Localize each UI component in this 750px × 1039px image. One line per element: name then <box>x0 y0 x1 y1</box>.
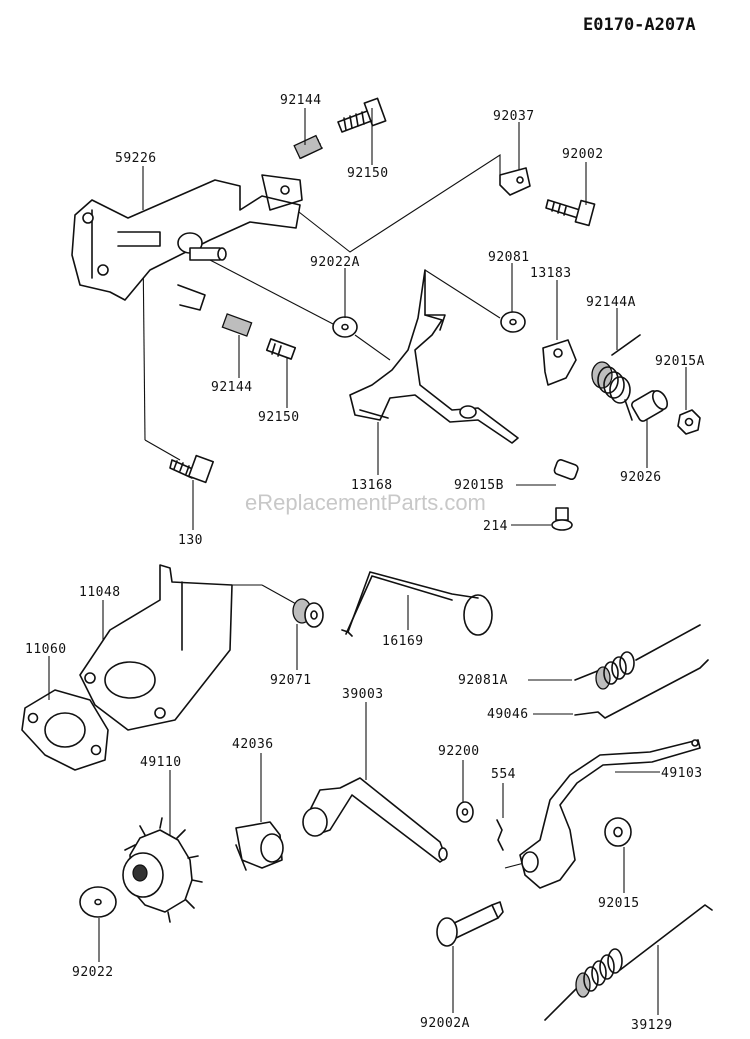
label-214: 214 <box>483 519 508 534</box>
plate-13183 <box>542 339 577 386</box>
plate-11048 <box>79 564 233 731</box>
label-16169: 16169 <box>382 634 424 649</box>
label-13183: 13183 <box>530 266 572 281</box>
bolt-130 <box>169 454 215 484</box>
label-49110: 49110 <box>140 755 182 770</box>
nut-92015B <box>553 459 579 481</box>
label-92015: 92015 <box>598 896 640 911</box>
washer-92022 <box>79 886 117 918</box>
washer-92081 <box>500 311 526 333</box>
label-13168: 13168 <box>351 478 393 493</box>
diagram-code: E0170-A207A <box>583 15 696 35</box>
clip-554 <box>496 819 504 851</box>
label-92022: 92022 <box>72 965 114 980</box>
label-92002: 92002 <box>562 147 604 162</box>
label-49046: 49046 <box>487 707 529 722</box>
spring-39129 <box>544 904 713 1021</box>
gasket-11060 <box>21 689 109 771</box>
label-92081A: 92081A <box>458 673 508 688</box>
label-92144-mid: 92144 <box>211 380 253 395</box>
label-92144A: 92144A <box>586 295 636 310</box>
rod-49046 <box>574 659 709 719</box>
washer-92022A <box>332 316 358 338</box>
gear-49110 <box>122 817 203 923</box>
spring-92144-mid <box>221 313 253 337</box>
label-11060: 11060 <box>25 642 67 657</box>
label-92037: 92037 <box>493 109 535 124</box>
spring-92081A <box>574 624 701 690</box>
clamp-92037 <box>499 167 531 196</box>
nut-92015 <box>604 817 632 847</box>
label-92150-top: 92150 <box>347 166 389 181</box>
rod-16169 <box>341 571 493 637</box>
label-92150-mid: 92150 <box>258 410 300 425</box>
label-49103: 49103 <box>661 766 703 781</box>
label-92081: 92081 <box>488 250 530 265</box>
bolt-92150-mid <box>265 338 297 360</box>
bushing-42036 <box>235 821 284 871</box>
bolt-92002A <box>436 901 504 947</box>
nut-92015A <box>677 409 701 435</box>
control-bracket-59226 <box>71 174 303 311</box>
label-42036: 42036 <box>232 737 274 752</box>
washer-92200 <box>456 801 474 823</box>
label-39003: 39003 <box>342 687 384 702</box>
label-92015B: 92015B <box>454 478 504 493</box>
watermark: eReplacementParts.com <box>245 490 486 515</box>
label-92071: 92071 <box>270 673 312 688</box>
bolt-92150-top <box>337 97 387 133</box>
label-130: 130 <box>178 533 203 548</box>
spring-92144-top <box>293 134 323 160</box>
label-92022A: 92022A <box>310 255 360 270</box>
grommet-92071 <box>292 598 324 628</box>
screw-214 <box>551 507 573 531</box>
collar-92026 <box>631 390 669 422</box>
label-554: 554 <box>491 767 516 782</box>
label-92015A: 92015A <box>655 354 705 369</box>
label-92200: 92200 <box>438 744 480 759</box>
label-92144-top: 92144 <box>280 93 322 108</box>
lever-13168 <box>349 269 519 444</box>
label-59226: 59226 <box>115 151 157 166</box>
leader-lines <box>48 108 687 1015</box>
label-92002A: 92002A <box>420 1016 470 1031</box>
spring-92144A <box>591 334 641 421</box>
bolt-92002 <box>545 199 596 227</box>
shaft-39003 <box>302 777 448 863</box>
part-labels: 92144 92150 59226 92037 92002 92022A 920… <box>25 93 705 1033</box>
label-39129: 39129 <box>631 1018 673 1033</box>
label-92026: 92026 <box>620 470 662 485</box>
label-11048: 11048 <box>79 585 121 600</box>
arm-49103 <box>519 739 701 889</box>
